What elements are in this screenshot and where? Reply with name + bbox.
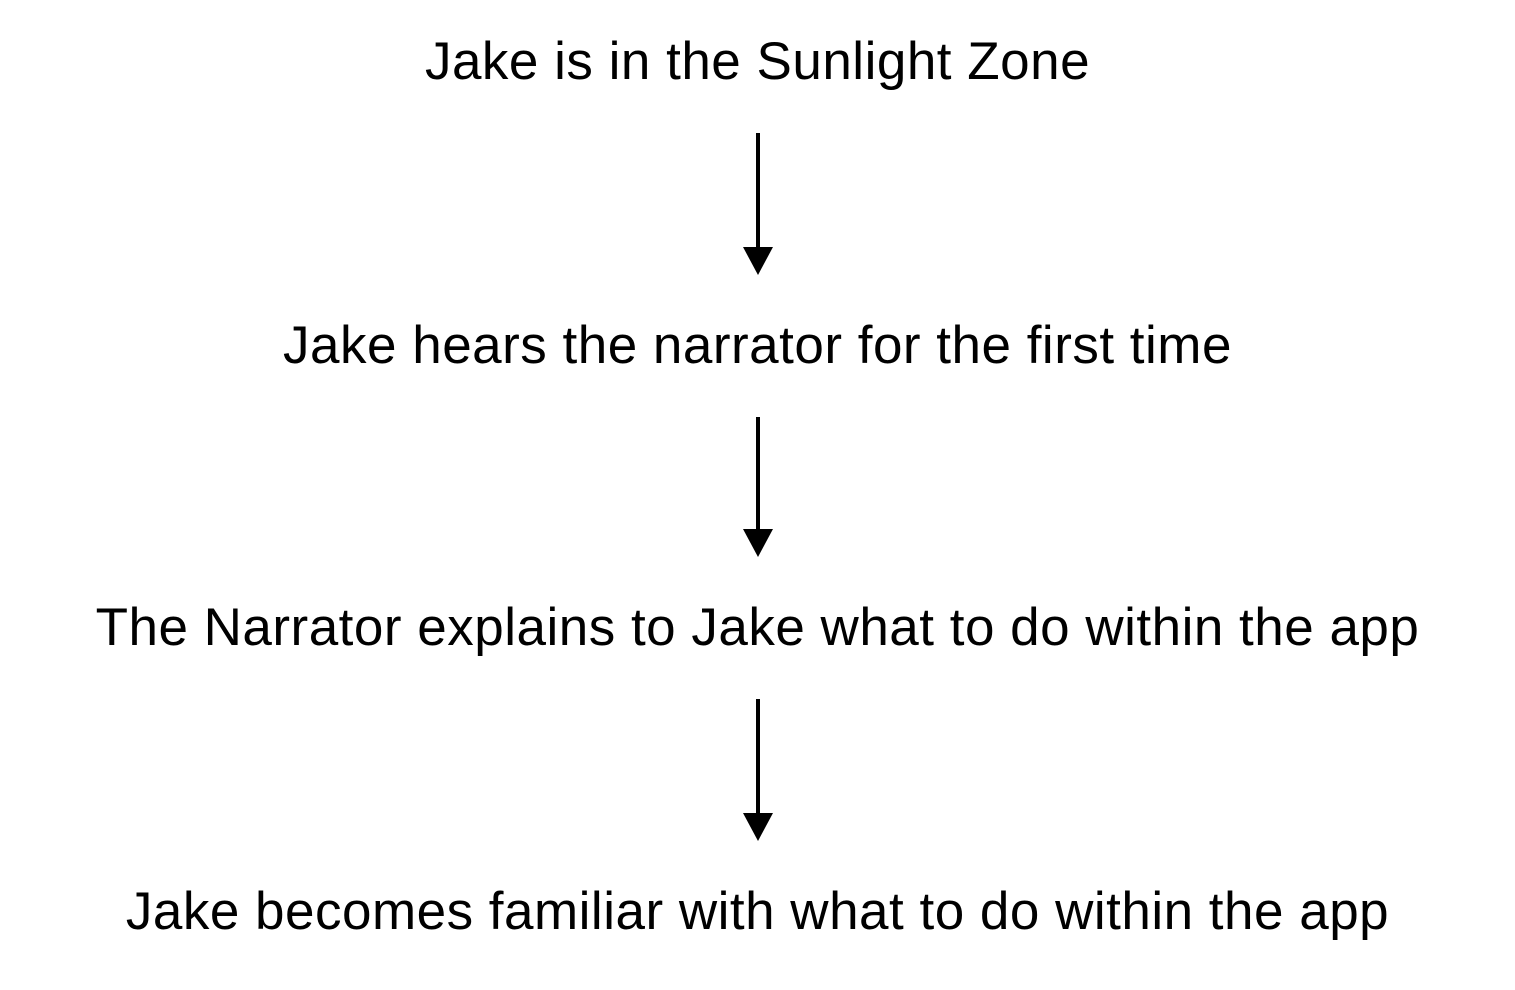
flow-step-hears-narrator: Jake hears the narrator for the first ti… xyxy=(283,316,1232,375)
flow-step-narrator-explains: The Narrator explains to Jake what to do… xyxy=(95,598,1420,657)
down-arrow-icon xyxy=(742,133,773,275)
down-arrow-icon xyxy=(742,417,773,557)
flow-step-becomes-familiar: Jake becomes familiar with what to do wi… xyxy=(125,882,1390,941)
down-arrow-icon xyxy=(742,699,773,841)
flow-step-sunlight-zone: Jake is in the Sunlight Zone xyxy=(424,32,1091,91)
